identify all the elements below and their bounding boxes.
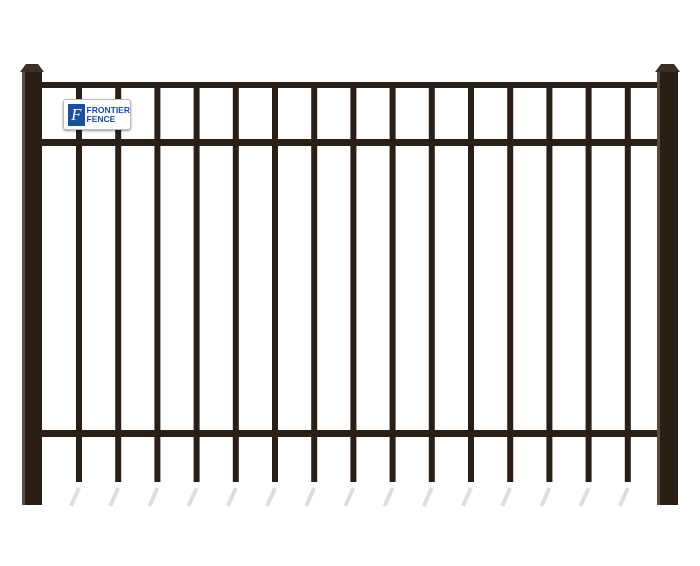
picket xyxy=(546,84,553,482)
picket-shadow xyxy=(186,487,199,507)
picket-shadow xyxy=(69,487,81,507)
picket-shadow xyxy=(617,487,630,507)
picket xyxy=(311,84,318,482)
frontier-fence-sign: F FRONTIER FENCE xyxy=(63,99,131,130)
picket xyxy=(232,84,239,482)
picket xyxy=(154,84,161,482)
upper-rail xyxy=(40,139,660,146)
picket xyxy=(428,84,435,482)
picket-shadow xyxy=(265,487,277,507)
picket xyxy=(507,84,514,482)
picket xyxy=(624,84,631,482)
picket-shadow xyxy=(421,487,434,507)
picket-shadow xyxy=(225,487,238,507)
bottom-rail xyxy=(40,430,660,437)
ground-shadows xyxy=(69,487,630,507)
picket xyxy=(389,84,396,482)
logo-monogram: F xyxy=(68,103,85,126)
picket-shadow xyxy=(382,487,395,507)
picket-shadow xyxy=(461,487,473,507)
picket xyxy=(272,84,278,482)
picket-shadow xyxy=(108,487,121,507)
picket xyxy=(115,84,122,482)
right-post xyxy=(655,64,680,505)
picket-shadow xyxy=(304,487,317,507)
picket xyxy=(350,84,357,482)
pickets xyxy=(76,84,631,482)
top-rail xyxy=(40,82,660,88)
picket xyxy=(468,84,474,482)
left-post xyxy=(20,64,44,505)
picket xyxy=(76,84,82,482)
picket xyxy=(193,84,200,482)
picket-shadow xyxy=(500,487,513,507)
picket-shadow xyxy=(343,487,356,507)
picket xyxy=(585,84,592,482)
picket-shadow xyxy=(147,487,160,507)
picket-shadow xyxy=(539,487,552,507)
picket-shadow xyxy=(578,487,591,507)
logo-text: FRONTIER FENCE xyxy=(86,104,130,124)
